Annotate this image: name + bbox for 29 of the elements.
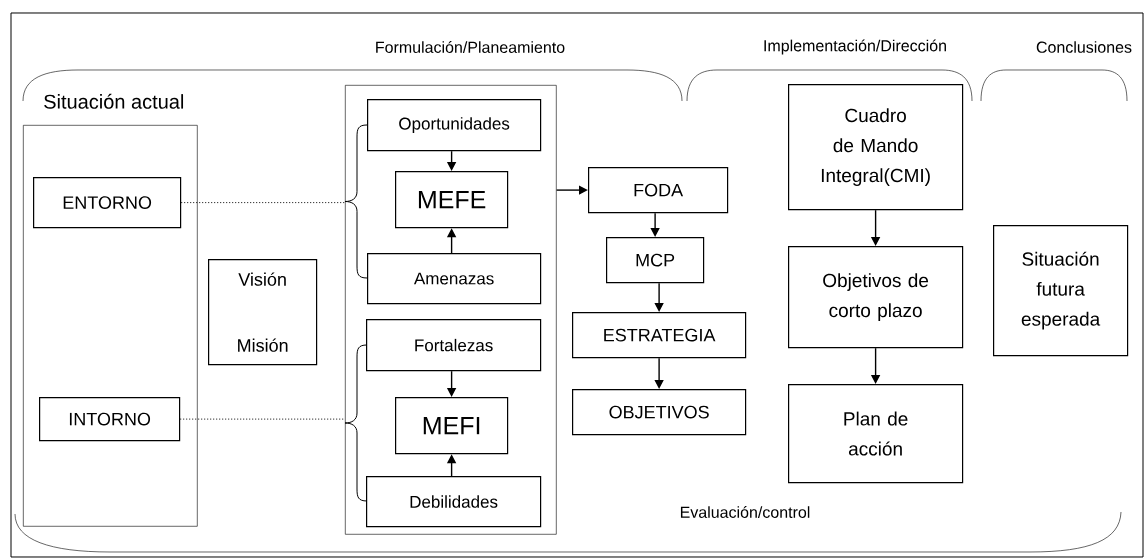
process-box: Fortalezas [366, 319, 542, 372]
process-box: FODA [588, 167, 729, 214]
process-box: INTORNO [39, 397, 181, 442]
process-box: Cuadro de Mando Integral(CMI) [788, 84, 964, 211]
process-box: Objetivos de corto plazo [788, 246, 964, 349]
process-box: Amenazas [367, 253, 542, 305]
process-box: MCP [606, 237, 705, 284]
arrow [654, 357, 664, 389]
process-box: MEFI [395, 397, 509, 455]
section-label: Formulación/Planeamiento [376, 41, 565, 53]
process-box: Plan de acción [788, 384, 964, 484]
process-box: Debilidades [366, 476, 542, 528]
arrow [555, 185, 588, 195]
dotted-line [180, 202, 346, 204]
node-label: Situación actual [44, 93, 184, 109]
process-box: Situación futura esperada [993, 225, 1129, 357]
arrow [650, 212, 660, 237]
group-box [345, 85, 557, 535]
process-box: Oportunidades [367, 99, 542, 152]
section-label: Evaluación/control [680, 506, 810, 518]
process-box: Visión Misión [208, 259, 318, 366]
process-box: MEFE [395, 171, 509, 229]
process-box: OBJETIVOS [572, 389, 747, 436]
section-label: Implementación/Dirección [764, 39, 946, 55]
section-label: Conclusiones [1036, 41, 1132, 53]
dotted-line [179, 418, 346, 420]
arrow [654, 282, 664, 312]
process-box: ESTRATEGIA [572, 312, 747, 359]
process-box: ENTORNO [33, 177, 182, 229]
